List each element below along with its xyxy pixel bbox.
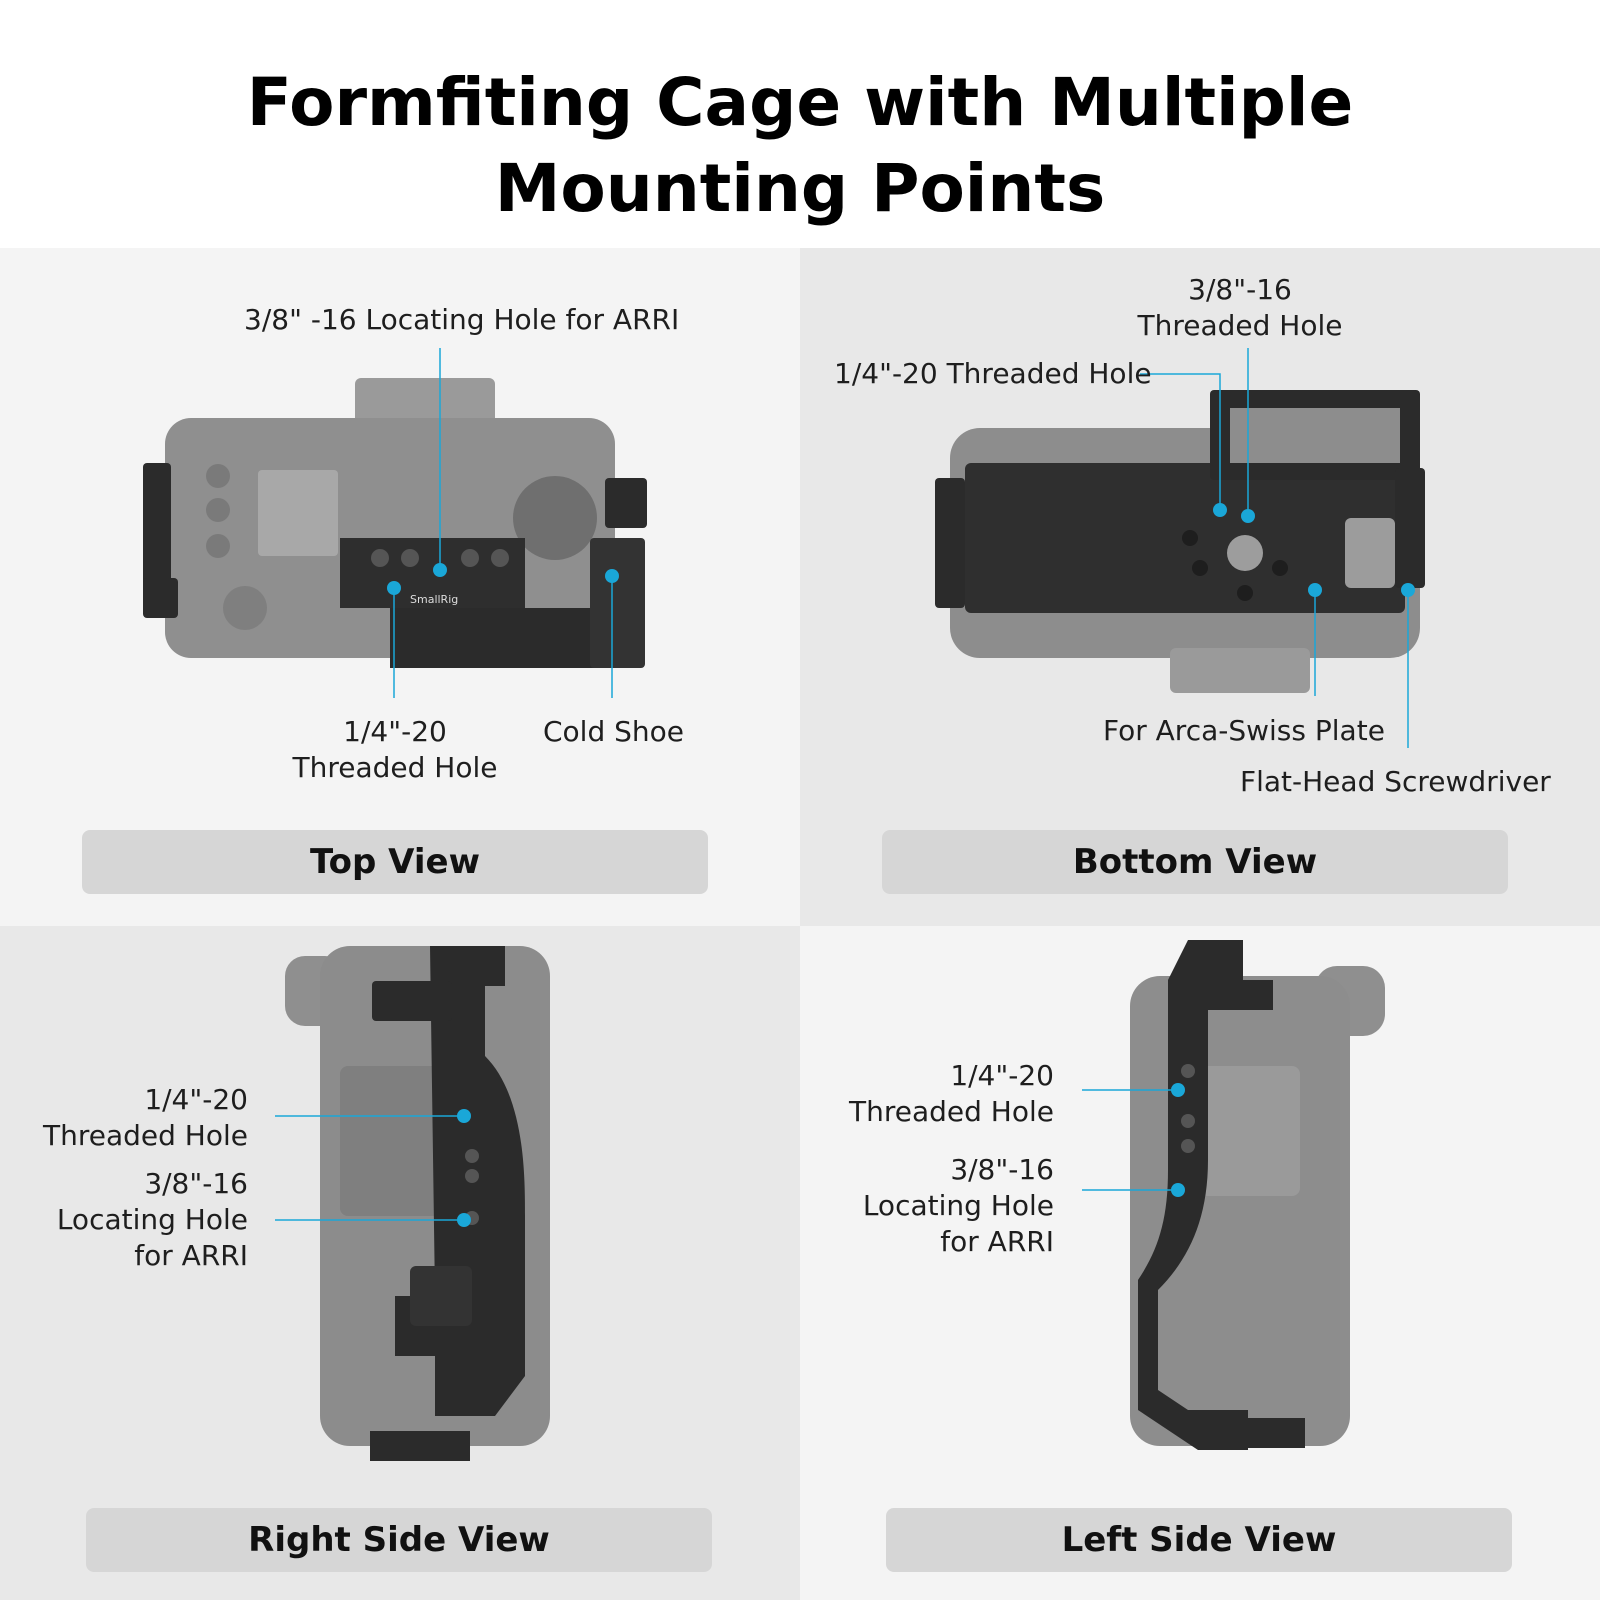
callout-dot-arri (457, 1213, 471, 1227)
label-arri-hole: 3/8" -16 Locating Hole for ARRI (244, 303, 680, 336)
cage-arrow-plate (410, 1266, 472, 1326)
cage-bottom-foot (1195, 1418, 1305, 1448)
cage-bottom-foot (370, 1431, 470, 1461)
label-threaded-hole-line2: Threaded Hole (292, 751, 498, 784)
right-view-illustration (275, 946, 550, 1461)
thread-hole (465, 1169, 479, 1183)
cage-right-side (1395, 468, 1425, 588)
cold-shoe-block (590, 538, 645, 668)
label-three-eighths-hole: 3/8"-16 Threaded Hole (1120, 272, 1360, 344)
title-line-2: Mounting Points (494, 150, 1106, 227)
bottom-view-panel: 3/8"-16 Threaded Hole 1/4"-20 Threaded H… (800, 248, 1600, 926)
label-arca-swiss: For Arca-Swiss Plate (1103, 714, 1385, 747)
thread-hole (465, 1149, 479, 1163)
caption-left-side-view: Left Side View (886, 1508, 1512, 1572)
label-arri-line3: for ARRI (134, 1239, 248, 1272)
label-arri-line2: Locating Hole (56, 1203, 248, 1236)
thread-hole (1272, 560, 1288, 576)
camera-side-door (340, 1066, 450, 1216)
label-arri-line1: 3/8"-16 (950, 1153, 1054, 1186)
top-view-panel: SmallRig 3/8" -16 Locating Hole for ARRI… (0, 248, 800, 926)
thread-hole (1181, 1139, 1195, 1153)
callout-dot-arca (1308, 583, 1322, 597)
right-view-panel: 1/4"-20 Threaded Hole 3/8"-16 Locating H… (0, 926, 800, 1600)
page-title: Formfiting Cage with Multiple Mounting P… (0, 60, 1600, 232)
left-view-panel: 1/4"-20 Threaded Hole 3/8"-16 Locating H… (800, 926, 1600, 1600)
caption-right-side-view: Right Side View (86, 1508, 712, 1572)
cage-top-clamp (372, 981, 452, 1021)
thread-hole (1181, 1114, 1195, 1128)
label-cold-shoe: Cold Shoe (543, 715, 685, 748)
label-quarter-line1: 1/4"-20 (950, 1059, 1054, 1092)
camera-button (206, 464, 230, 488)
label-quarter-line2: Threaded Hole (43, 1119, 248, 1152)
callout-dot-arri (1171, 1183, 1185, 1197)
caption-top-view: Top View (82, 830, 708, 894)
callout-dot-three-eighths (1241, 509, 1255, 523)
callout-dot-cold-shoe (605, 569, 619, 583)
label-quarter-line2: Threaded Hole (849, 1095, 1054, 1128)
label-arri-hole: 3/8"-16 Locating Hole for ARRI (20, 1166, 248, 1274)
top-view-illustration: SmallRig (143, 348, 647, 698)
cage-bottom-bar (390, 608, 610, 668)
thread-hole (1181, 1064, 1195, 1078)
label-three-eighths-line2: Threaded Hole (1137, 309, 1343, 342)
thread-hole (1192, 560, 1208, 576)
cage-handle-window (1230, 408, 1400, 463)
label-quarter-line1: 1/4"-20 (144, 1083, 248, 1116)
label-screwdriver: Flat-Head Screwdriver (1240, 765, 1551, 798)
thread-hole (1182, 530, 1198, 546)
camera-grip-base (1170, 648, 1310, 693)
camera-screen (258, 470, 338, 556)
label-quarter-hole: 1/4"-20 Threaded Hole (834, 357, 1152, 390)
camera-button (206, 498, 230, 522)
label-arri-line3: for ARRI (940, 1225, 1054, 1258)
callout-dot-threaded (387, 581, 401, 595)
label-quarter-hole: 1/4"-20 Threaded Hole (20, 1082, 248, 1154)
quarter-inch-screw (1227, 535, 1263, 571)
cage-brand-mark: SmallRig (410, 593, 458, 606)
cage-corner-screws (605, 478, 647, 528)
callout-dot-quarter (1171, 1083, 1185, 1097)
label-quarter-hole: 1/4"-20 Threaded Hole (820, 1058, 1054, 1130)
cage-left-side (935, 478, 965, 608)
callout-dot-screwdriver (1401, 583, 1415, 597)
label-arri-line1: 3/8"-16 (144, 1167, 248, 1200)
callout-dot-quarter (457, 1109, 471, 1123)
label-arri-line2: Locating Hole (862, 1189, 1054, 1222)
callout-dot-quarter (1213, 503, 1227, 517)
cage-left-corner (143, 578, 178, 618)
camera-button (206, 534, 230, 558)
label-arri-hole: 3/8"-16 Locating Hole for ARRI (820, 1152, 1054, 1260)
camera-body (1130, 976, 1350, 1446)
mode-dial (513, 476, 597, 560)
cage-left-side (143, 463, 171, 593)
caption-bottom-view: Bottom View (882, 830, 1508, 894)
label-threaded-hole-line1: 1/4"-20 (343, 715, 447, 748)
label-three-eighths-line1: 3/8"-16 (1188, 273, 1292, 306)
thread-hole (461, 549, 479, 567)
thread-hole (401, 549, 419, 567)
thread-hole (371, 549, 389, 567)
left-view-illustration (1082, 940, 1385, 1450)
camera-dial (223, 586, 267, 630)
bottom-view-illustration (935, 348, 1425, 748)
thread-hole (491, 549, 509, 567)
screwdriver-tool (1345, 518, 1395, 588)
camera-side-door (1200, 1066, 1300, 1196)
thread-hole (1237, 585, 1253, 601)
title-line-1: Formfiting Cage with Multiple (246, 64, 1354, 141)
callout-dot-arri (433, 563, 447, 577)
cage-side-rail (1138, 940, 1273, 1450)
label-threaded-hole: 1/4"-20 Threaded Hole (290, 714, 500, 786)
